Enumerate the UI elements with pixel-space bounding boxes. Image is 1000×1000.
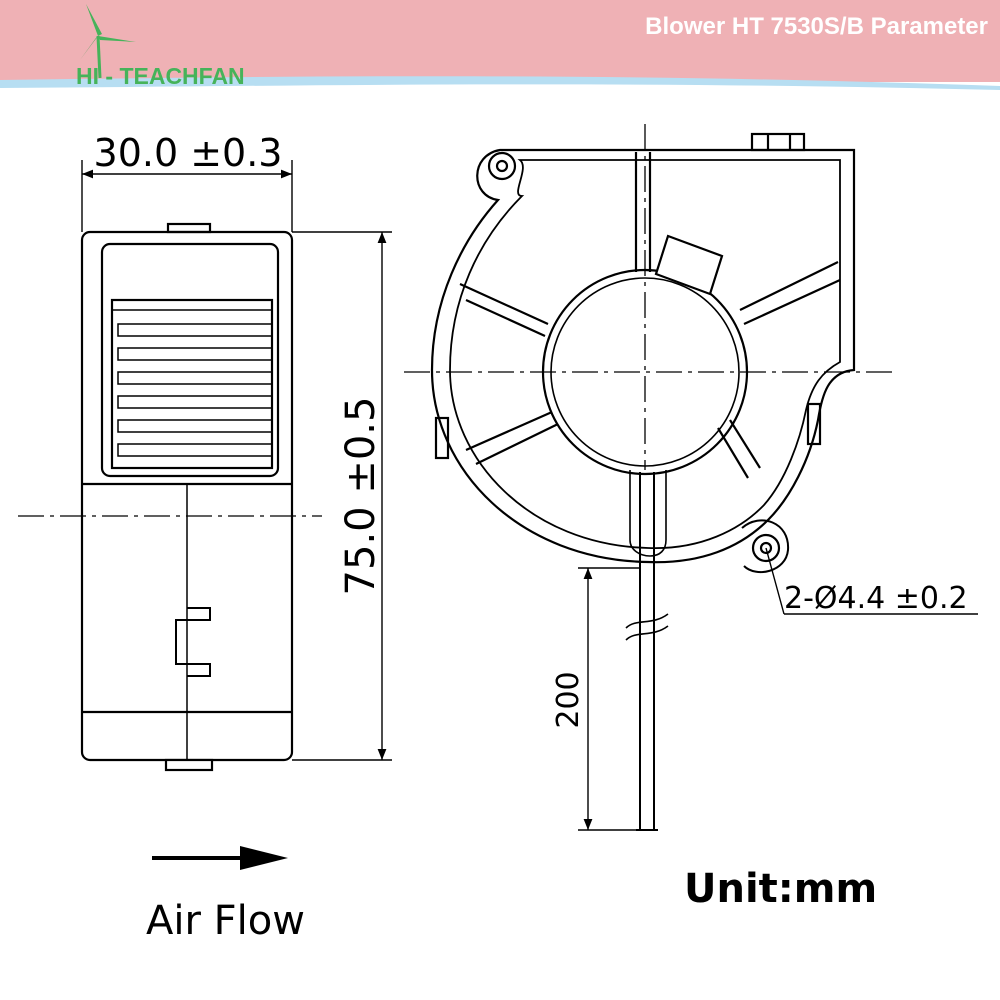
windmill-icon [80, 4, 136, 79]
page-title: Blower HT 7530S/B Parameter [645, 13, 988, 40]
front-view [430, 132, 856, 831]
cable-length-label: 200 [551, 671, 586, 728]
height-dimension-label: 75.0 ±0.5 [338, 397, 384, 596]
width-dimension-label: 30.0 ±0.3 [94, 131, 283, 175]
header-banner: HI - TEACHFAN Blower HT 7530S/B Paramete… [0, 0, 1000, 100]
header-wave [0, 81, 1000, 100]
header-wave-blue [0, 76, 1000, 90]
brand-logo-text: HI - TEACHFAN [76, 63, 245, 89]
holes-leader [765, 547, 978, 615]
header-band [0, 0, 1000, 82]
side-view [80, 222, 294, 772]
cable-length-dimension [578, 567, 640, 831]
holes-dimension-label: 2-Ø4.4 ±0.2 [784, 581, 968, 616]
height-dimension [292, 231, 392, 761]
air-flow-arrow [152, 846, 288, 870]
width-dimension [81, 160, 293, 232]
unit-label: Unit:mm [684, 866, 877, 912]
air-flow-label: Air Flow [146, 898, 305, 944]
